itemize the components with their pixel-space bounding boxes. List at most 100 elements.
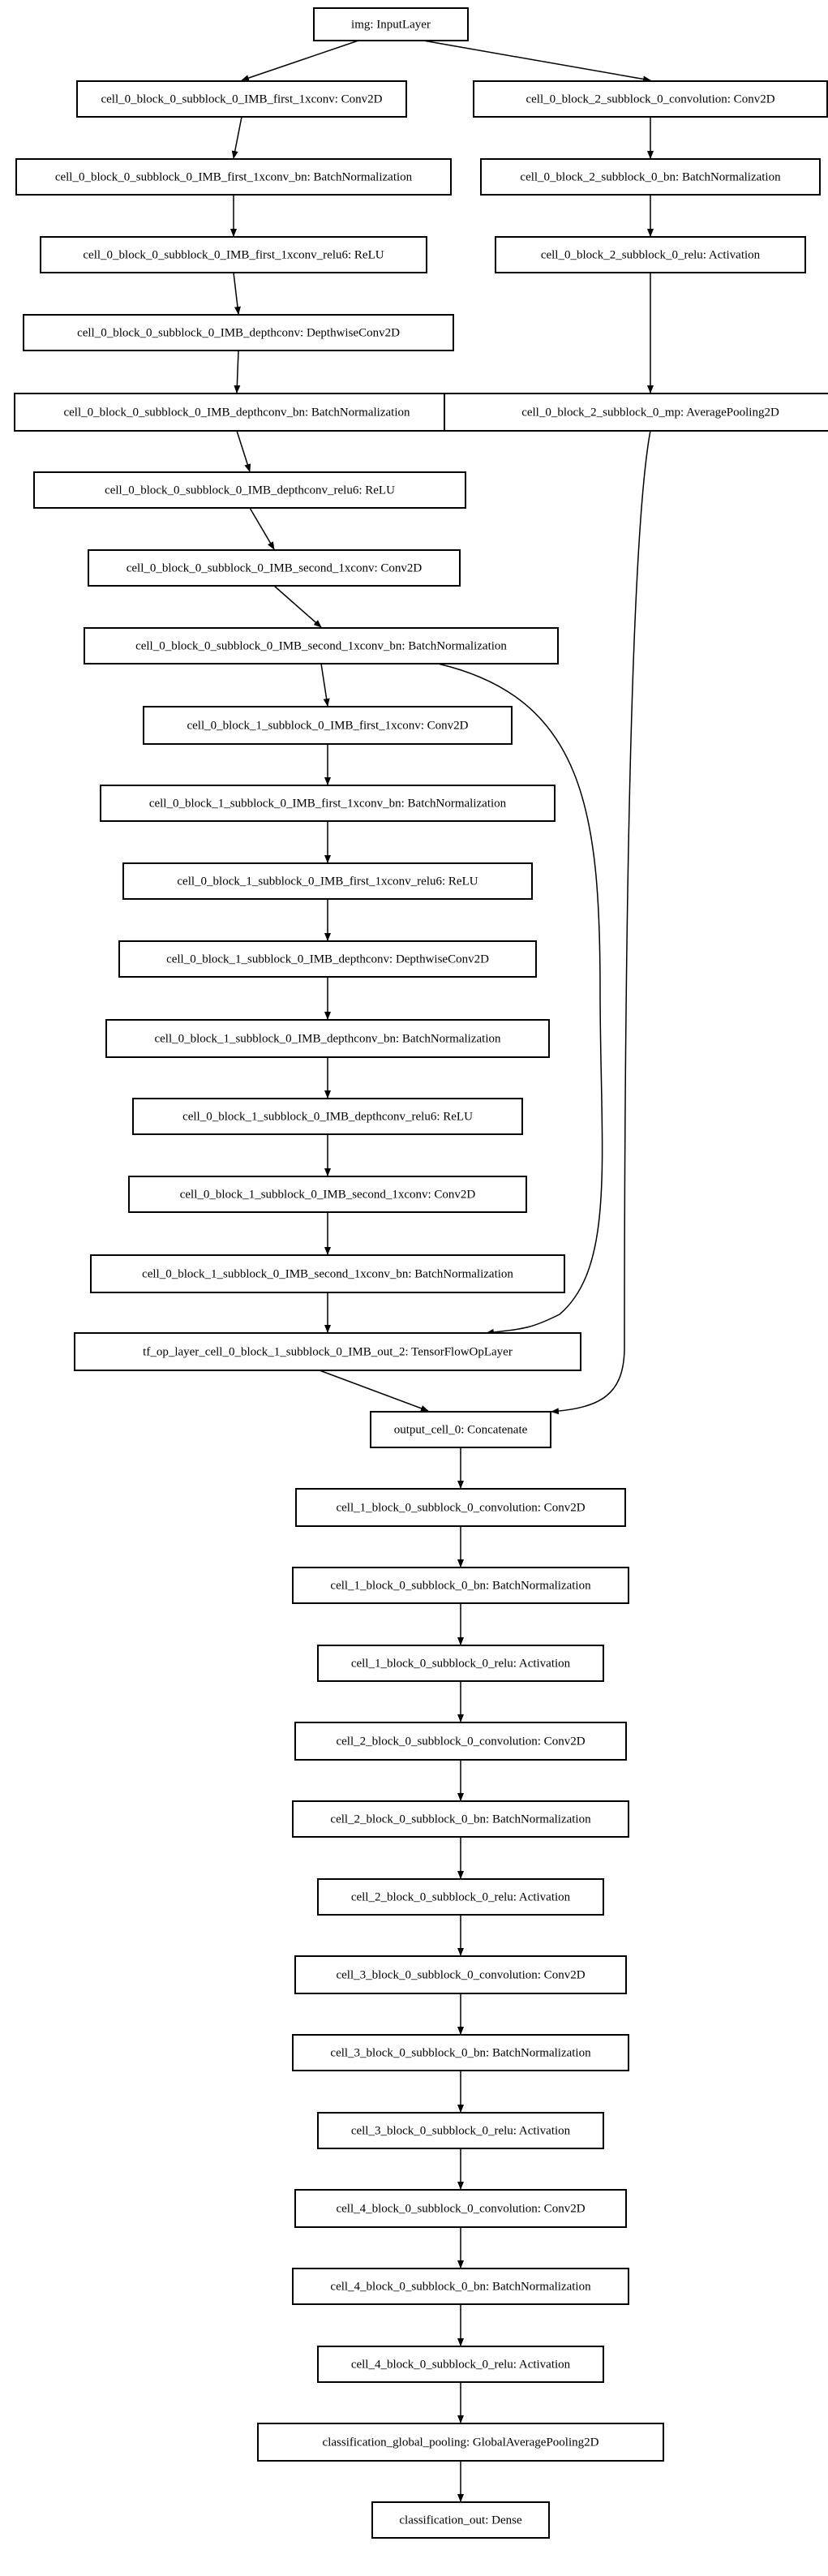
layer-node-box [480,158,821,196]
layer-node-box [90,1254,565,1293]
layer-node-box [105,1019,550,1058]
edge-arrow [249,507,275,550]
layer-node: cell_2_block_0_subblock_0_relu: Activati… [317,1878,604,1916]
layer-node-label: cell_3_block_0_subblock_0_bn: BatchNorma… [330,2046,591,2059]
edge-arrow [241,40,359,81]
layer-node-label: classification_global_pooling: GlobalAve… [323,2436,599,2449]
layer-node-label: cell_2_block_0_subblock_0_convolution: C… [336,1735,585,1748]
layer-node-box [294,1722,627,1761]
layer-node-box [84,627,559,664]
layer-node: cell_0_block_1_subblock_0_IMB_first_1xco… [143,706,513,745]
layer-node-box [473,80,828,118]
layer-node-label: cell_2_block_0_subblock_0_relu: Activati… [351,1890,571,1903]
layer-node: cell_0_block_0_subblock_0_IMB_second_1xc… [88,549,461,587]
layer-node: cell_0_block_0_subblock_0_IMB_first_1xco… [15,158,452,196]
layer-node-label: cell_3_block_0_subblock_0_convolution: C… [336,1968,585,1981]
layer-node-label: cell_0_block_1_subblock_0_IMB_second_1xc… [142,1267,513,1280]
layer-node-box [294,1955,627,1994]
nodes-layer: img: InputLayer cell_0_block_0_subblock_0… [14,7,828,2539]
layer-node-box [371,2501,550,2539]
layer-node-box [257,2423,664,2462]
layer-node: cell_2_block_0_subblock_0_convolution: C… [294,1722,627,1761]
layer-node-box [118,940,537,978]
layer-node-box [313,7,469,41]
layer-node-box [143,706,513,745]
layer-node-box [122,862,533,900]
layer-node-label: cell_1_block_0_subblock_0_bn: BatchNorma… [330,1579,591,1592]
layer-node: cell_0_block_0_subblock_0_IMB_depthconv_… [14,393,460,432]
layer-node-box [88,549,461,587]
layer-node-label: cell_0_block_2_subblock_0_relu: Activati… [541,248,761,261]
layer-node: cell_0_block_2_subblock_0_relu: Activati… [495,236,806,273]
layer-node-label: cell_2_block_0_subblock_0_bn: BatchNorma… [330,1813,591,1826]
layer-node-box [76,80,407,118]
layer-node: cell_1_block_0_subblock_0_relu: Activati… [317,1645,604,1682]
layer-node: cell_0_block_1_subblock_0_IMB_second_1xc… [128,1176,527,1213]
layer-node-label: cell_0_block_1_subblock_0_IMB_depthconv_… [182,1110,473,1123]
layer-node-box [132,1098,523,1135]
edge-arrow [319,1370,429,1412]
layer-node-box [294,2189,627,2228]
layer-node: cell_0_block_1_subblock_0_IMB_depthconv_… [132,1098,523,1135]
layer-node-box [495,236,806,273]
layer-node: cell_1_block_0_subblock_0_bn: BatchNorma… [292,1567,629,1604]
layer-node-label: cell_0_block_0_subblock_0_IMB_second_1xc… [127,561,423,574]
layer-node-box [74,1332,581,1371]
layer-node-box [292,2034,629,2071]
layer-node-label: cell_0_block_1_subblock_0_IMB_first_1xco… [149,797,507,810]
layer-node-box [370,1411,551,1448]
layer-node-label: output_cell_0: Concatenate [394,1423,528,1436]
layer-node: cell_0_block_0_subblock_0_IMB_depthconv:… [23,314,454,351]
layer-node-box [295,1488,626,1527]
edge-arrow [233,272,241,315]
edge-arrow [234,350,241,393]
layer-node-box [317,1878,604,1916]
layer-node: classification_out: Dense [371,2501,550,2539]
edge-arrow [320,663,330,707]
layer-node-label: cell_0_block_0_subblock_0_IMB_depthconv:… [77,326,400,339]
layer-node-label: cell_0_block_2_subblock_0_convolution: C… [526,92,774,105]
layer-node-label: cell_0_block_2_subblock_0_mp: AveragePoo… [521,406,779,419]
layer-node: cell_0_block_2_subblock_0_convolution: C… [473,80,828,118]
edge-arrow [273,585,322,628]
layer-node: cell_0_block_1_subblock_0_IMB_depthconv:… [118,940,537,978]
layer-node: cell_0_block_1_subblock_0_IMB_first_1xco… [100,785,556,822]
layer-node-label: cell_0_block_1_subblock_0_IMB_second_1xc… [180,1188,476,1201]
layer-node: cell_2_block_0_subblock_0_bn: BatchNorma… [292,1800,629,1838]
layer-node-label: tf_op_layer_cell_0_block_1_subblock_0_IM… [143,1345,513,1358]
layer-node-label: cell_1_block_0_subblock_0_convolution: C… [336,1501,585,1514]
layer-node: cell_0_block_0_subblock_0_IMB_first_1xco… [40,236,427,273]
layer-node-label: cell_0_block_1_subblock_0_IMB_first_1xco… [177,875,478,888]
layer-node: cell_4_block_0_subblock_0_convolution: C… [294,2189,627,2228]
edge-arrow [423,40,651,83]
layer-node: cell_0_block_1_subblock_0_IMB_depthconv_… [105,1019,550,1058]
layer-node-label: img: InputLayer [351,18,431,31]
edge-arrow [236,430,251,472]
edge-arrow [551,430,651,1415]
layer-node-label: cell_1_block_0_subblock_0_relu: Activati… [351,1657,571,1670]
layer-node: cell_0_block_2_subblock_0_bn: BatchNorma… [480,158,821,196]
layer-node: output_cell_0: Concatenate [370,1411,551,1448]
layer-node: cell_0_block_0_subblock_0_IMB_depthconv_… [33,471,466,509]
layer-node-box [128,1176,527,1213]
layer-node-label: cell_0_block_0_subblock_0_IMB_depthconv_… [105,484,395,497]
layer-node-box [14,393,460,432]
layer-node-label: cell_0_block_0_subblock_0_IMB_depthconv_… [63,406,410,419]
layer-node-label: cell_0_block_1_subblock_0_IMB_depthconv:… [166,953,489,965]
layer-node-label: cell_4_block_0_subblock_0_convolution: C… [336,2202,585,2215]
layer-node-label: classification_out: Dense [399,2514,522,2527]
layer-node-label: cell_0_block_0_subblock_0_IMB_first_1xco… [83,248,384,261]
layer-node-box [33,471,466,509]
layer-node: tf_op_layer_cell_0_block_1_subblock_0_IM… [74,1332,581,1371]
layer-node-label: cell_4_block_0_subblock_0_relu: Activati… [351,2358,571,2371]
layer-node-box [444,393,828,432]
layer-node-label: cell_3_block_0_subblock_0_relu: Activati… [351,2124,571,2137]
layer-node: cell_0_block_2_subblock_0_mp: AveragePoo… [444,393,828,432]
layer-node-box [292,1800,629,1838]
edge-arrow [231,116,242,159]
edge-arrow [437,663,603,1335]
layer-node: classification_global_pooling: GlobalAve… [257,2423,664,2462]
layer-node-box [15,158,452,196]
layer-node: cell_0_block_1_subblock_0_IMB_first_1xco… [122,862,533,900]
